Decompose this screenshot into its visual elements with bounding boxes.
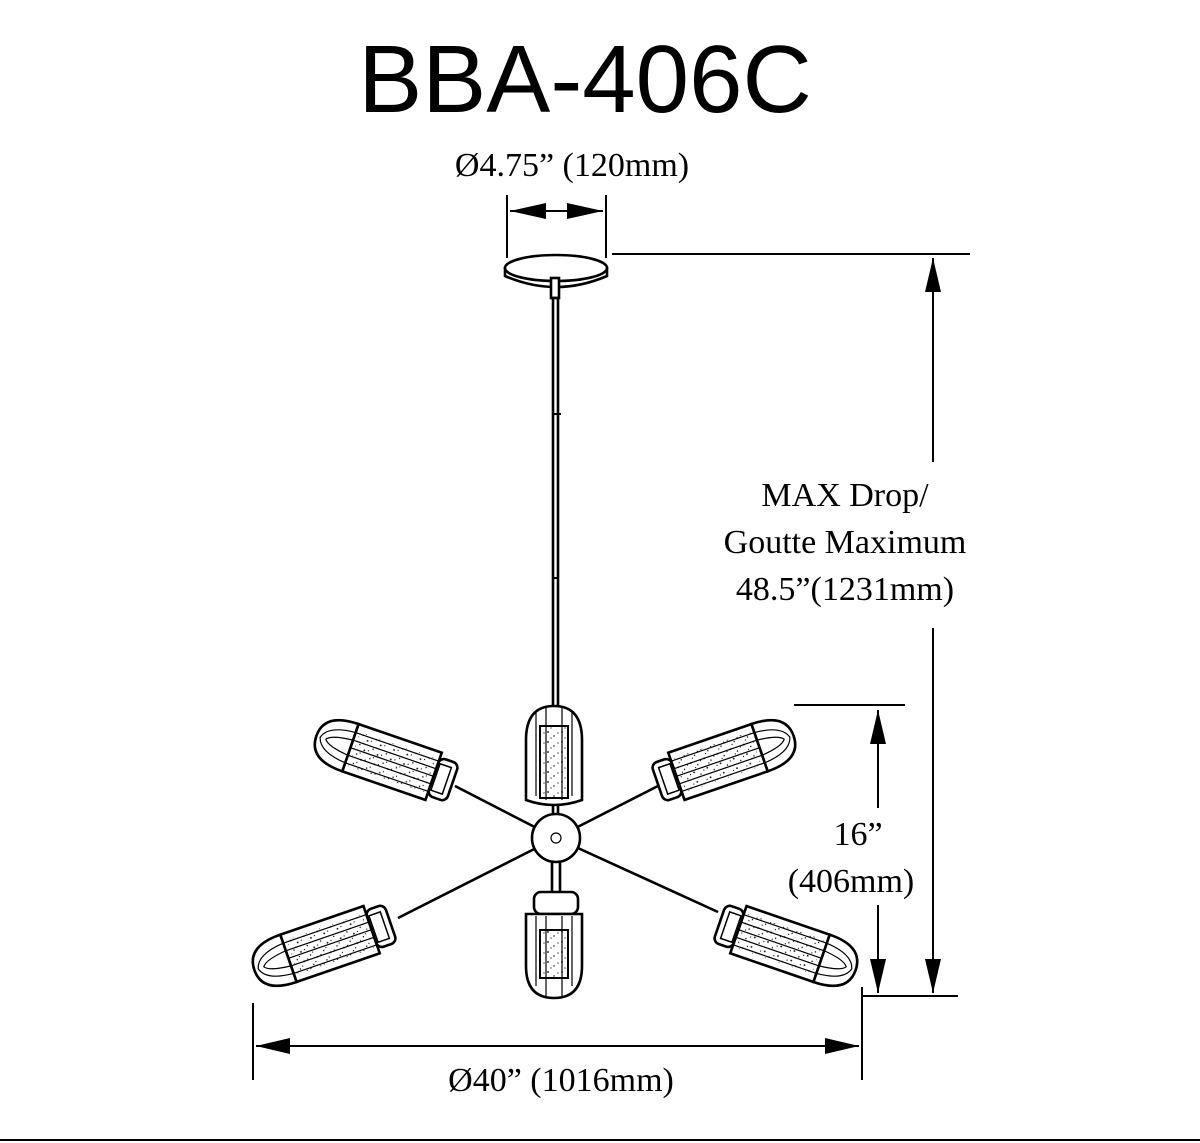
max-drop-arrow-top (925, 258, 941, 292)
shade-top-center (524, 704, 584, 807)
canopy-arrow-right (567, 203, 603, 219)
max-drop-arrow-bottom (925, 959, 941, 993)
overall-diameter-label: Ø40” (1016mm) (448, 1062, 674, 1099)
shade-upper-right (648, 711, 804, 808)
height-arrow-top (870, 710, 886, 744)
height-label-1: 16” (833, 816, 882, 853)
diameter-arrow-right (825, 1038, 859, 1054)
canopy-arrow-left (510, 203, 546, 219)
height-label-2: (406mm) (788, 863, 915, 900)
shade-bottom-center (524, 890, 584, 1000)
center-hub (530, 812, 582, 864)
diameter-arrow-left (256, 1038, 290, 1054)
max-drop-label-3: 48.5”(1231mm) (736, 571, 954, 608)
shade-lower-left (244, 898, 400, 995)
canopy-diameter-label: Ø4.75” (120mm) (455, 147, 689, 184)
shade-lower-right (710, 898, 866, 995)
model-title: BBA-406C (358, 26, 812, 133)
max-drop-label-2: Goutte Maximum (724, 524, 967, 561)
shade-upper-left (306, 711, 462, 808)
height-arrow-bottom (870, 959, 886, 993)
max-drop-label-1: MAX Drop/ (761, 477, 929, 514)
